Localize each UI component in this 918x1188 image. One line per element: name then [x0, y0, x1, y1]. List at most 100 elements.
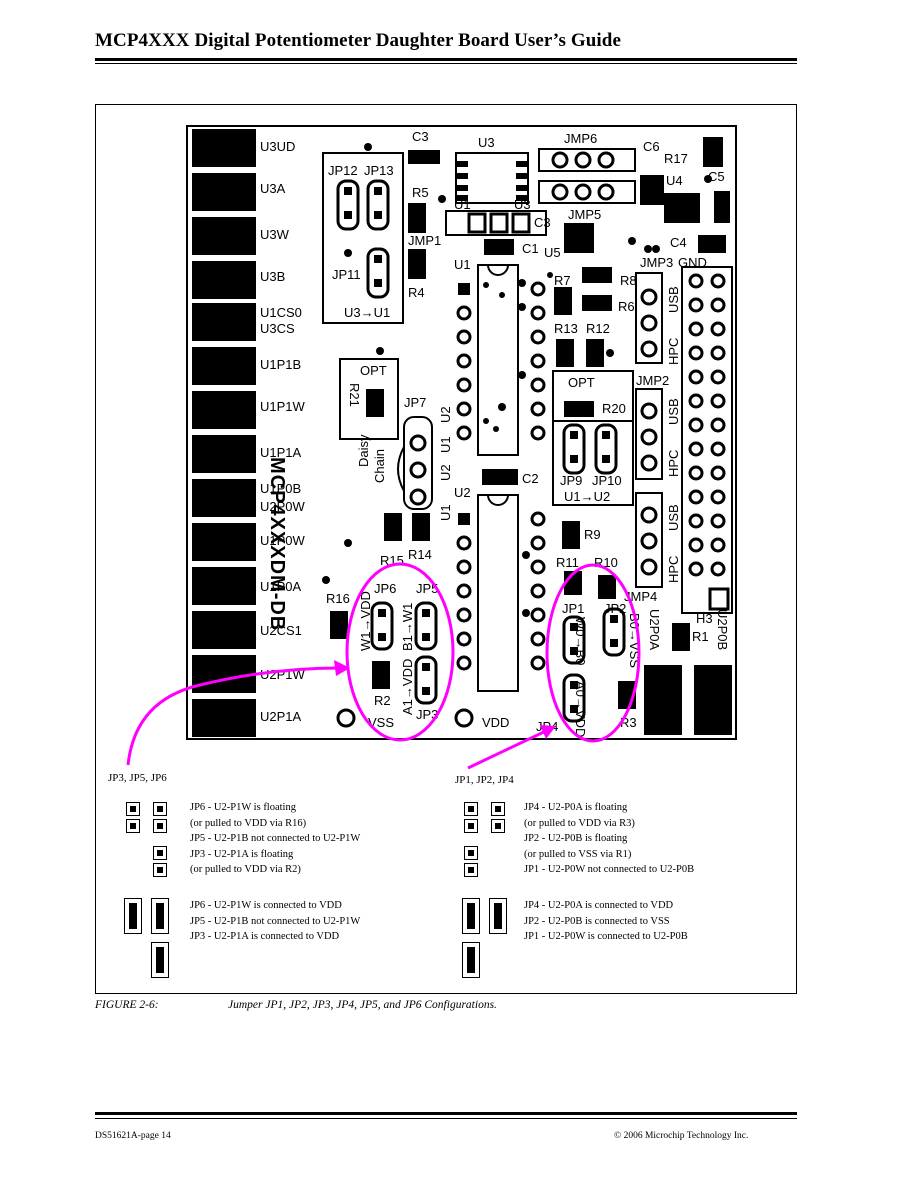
label-h3: H3 [696, 611, 713, 626]
edge-label: U3UD [260, 139, 296, 154]
jumper-shunt [462, 898, 480, 934]
jumper-pin [464, 819, 478, 833]
config-line: (or pulled to VDD via R16) [190, 817, 307, 829]
header-pin [688, 273, 704, 289]
label-r13: R13 [554, 321, 578, 336]
header-pin [688, 513, 704, 529]
edge-pad [192, 391, 256, 429]
edge-label: U1P1A [260, 445, 302, 460]
edge-label: U1P1B [260, 357, 302, 372]
config-line: JP2 - U2-P0B is floating [524, 833, 628, 844]
config-line: JP4 - U2-P0A is floating [524, 802, 628, 813]
header-pin [710, 513, 726, 529]
label-r9: R9 [584, 527, 601, 542]
pcb-artwork [322, 137, 733, 735]
page-header-title: MCP4XXX Digital Potentiometer Daughter B… [95, 30, 622, 51]
header-pin [710, 537, 726, 553]
jumper-shunt [151, 942, 169, 978]
label-jp13: JP13 [364, 163, 394, 178]
edge-pad [192, 347, 256, 385]
label-r16: R16 [326, 591, 350, 606]
header-pin [710, 345, 726, 361]
label-jmp4: JMP4 [624, 589, 658, 604]
header-rule-thin [95, 63, 797, 64]
label-u1u2: U1→U2 [564, 489, 611, 504]
jumper-shunt [462, 942, 480, 978]
config-line: JP2 - U2-P0B is connected to VSS [524, 915, 670, 927]
label-jp10: JP10 [592, 473, 622, 488]
label-gnd: GND [678, 255, 707, 270]
header-pin [710, 369, 726, 385]
header-pin [710, 489, 726, 505]
label-u2-jp7c: U2 [454, 485, 471, 500]
header-pin [688, 465, 704, 481]
callout-right-label: JP1, JP2, JP4 [455, 774, 514, 786]
config-left-shorted: JP6 - U2-P1W is connected to VDD JP5 - U… [190, 898, 360, 945]
label-c5: C5 [708, 169, 725, 184]
footer-page-number: DS51621A-page 14 [95, 1131, 171, 1141]
callout-left-label: JP3, JP5, JP6 [108, 772, 167, 784]
edge-pad [192, 173, 256, 211]
header-pin [688, 489, 704, 505]
header-pin [688, 369, 704, 385]
edge-pad [192, 303, 256, 341]
figure-number: FIGURE 2-6: [95, 999, 159, 1011]
jumper-pin [153, 819, 167, 833]
edge-pad [192, 261, 256, 299]
label-c3: C3 [412, 129, 429, 144]
jumper-pin [464, 846, 478, 860]
edge-label: U2CS1 [260, 623, 302, 638]
label-r6: R6 [618, 299, 635, 314]
label-u1-header: U1 [454, 197, 471, 212]
jumper-pin [126, 819, 140, 833]
label-r11: R11 [556, 555, 579, 570]
config-left-open: JP6 - U2-P1W is floating (or pulled to V… [190, 800, 360, 878]
label-c2: C2 [522, 471, 539, 486]
edge-label: U3CS [260, 321, 295, 336]
label-jmp2: JMP2 [636, 373, 670, 388]
jumper-pin [153, 846, 167, 860]
label-r2: R2 [374, 693, 391, 708]
config-line: JP6 - U2-P1W is connected to VDD [190, 900, 342, 911]
label-u4: U4 [666, 173, 683, 188]
jumper-pin [464, 802, 478, 816]
edge-label: U1P0B [260, 481, 302, 496]
header-pin [688, 321, 704, 337]
label-r1: R1 [692, 629, 709, 644]
label-jp12: JP12 [328, 163, 358, 178]
label-r20: R20 [602, 401, 626, 416]
header-pin [688, 537, 704, 553]
jumper-pin [491, 802, 505, 816]
label-jp1: JP1 [562, 601, 585, 616]
label-c4: C4 [670, 235, 687, 250]
label-u3u1: U3→U1 [344, 305, 391, 320]
config-line: (or pulled to VDD via R3) [524, 817, 635, 829]
figure-caption: Jumper JP1, JP2, JP3, JP4, JP5, and JP6 … [228, 999, 497, 1011]
edge-label: U3B [260, 269, 286, 284]
config-right-open: JP4 - U2-P0A is floating (or pulled to V… [524, 800, 694, 878]
label-jp9: JP9 [560, 473, 583, 488]
header-rule [95, 58, 797, 61]
jumper-shunt [151, 898, 169, 934]
header-pin [688, 345, 704, 361]
label-c3b: C3 [534, 215, 551, 230]
config-line: JP5 - U2-P1B not connected to U2-P1W [190, 833, 361, 844]
label-r8: R8 [620, 273, 637, 288]
jumper-pin [126, 802, 140, 816]
config-line: JP1 - U2-P0W not connected to U2-P0B [524, 864, 695, 875]
label-c6: C6 [643, 139, 660, 154]
header-pin [710, 561, 726, 577]
jumper-pin [153, 863, 167, 877]
figure-frame [95, 104, 797, 994]
label-jmp5: JMP5 [568, 207, 602, 222]
jumper-pin [491, 819, 505, 833]
header-pin [710, 297, 726, 313]
config-line: JP6 - U2-P1W is floating [190, 802, 296, 813]
edge-pad [192, 655, 256, 693]
footer-rule [95, 1112, 797, 1115]
label-u3: U3 [478, 135, 495, 150]
label-r14: R14 [408, 547, 432, 562]
label-r4: R4 [408, 285, 425, 300]
edge-pad [192, 567, 256, 605]
